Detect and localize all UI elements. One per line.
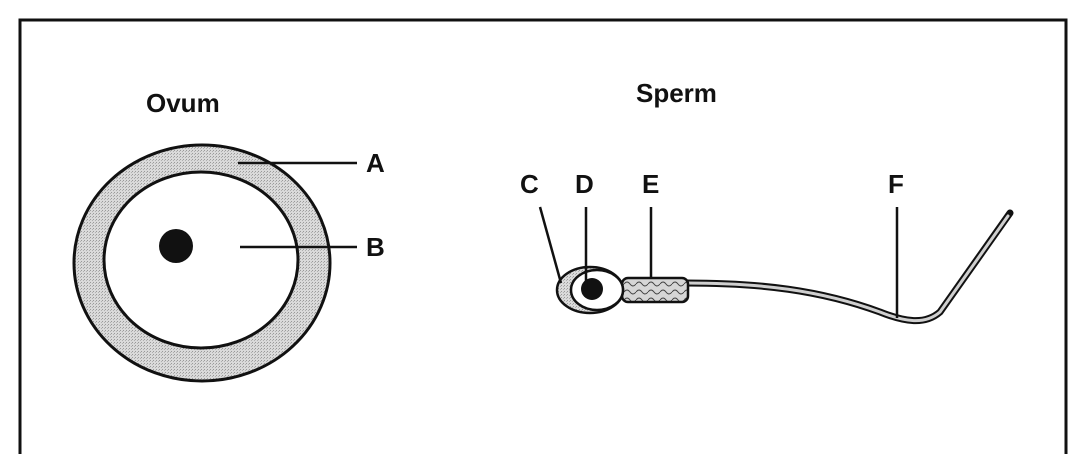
sperm-tail bbox=[686, 213, 1010, 321]
label-b: B bbox=[366, 232, 385, 262]
sperm-nucleus bbox=[581, 278, 603, 300]
label-e: E bbox=[642, 169, 659, 199]
label-a: A bbox=[366, 148, 385, 178]
pointer-line-c bbox=[540, 207, 561, 283]
ovum-nucleus bbox=[159, 229, 193, 263]
label-f: F bbox=[888, 169, 904, 199]
ovum-cytoplasm bbox=[104, 172, 298, 348]
sperm-midpiece bbox=[622, 278, 688, 302]
sperm-title: Sperm bbox=[636, 78, 717, 108]
label-d: D bbox=[575, 169, 594, 199]
ovum-title: Ovum bbox=[146, 88, 220, 118]
ovum-group: Ovum A B bbox=[74, 88, 385, 381]
sperm-group: Sperm C D E F bbox=[520, 78, 1010, 321]
label-c: C bbox=[520, 169, 539, 199]
